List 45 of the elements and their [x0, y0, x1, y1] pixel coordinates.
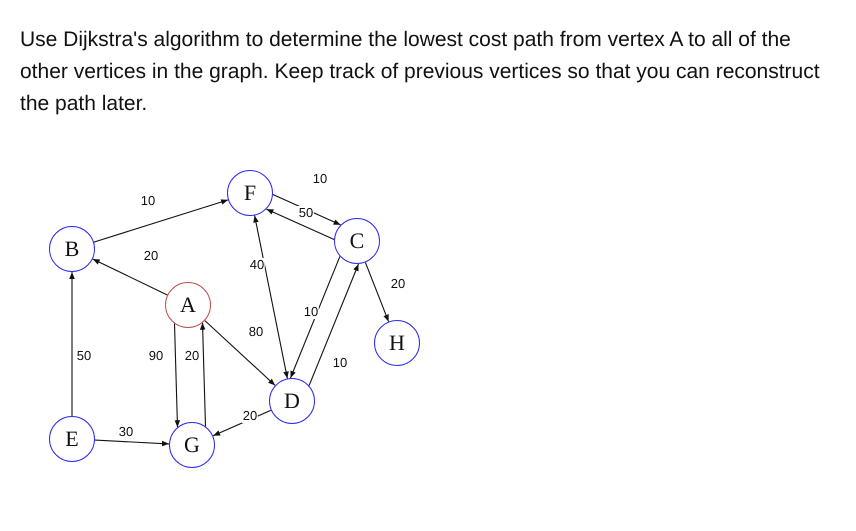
vertex-name: D [284, 388, 300, 414]
arrow [290, 256, 340, 378]
question-text: Use Dijkstra's algorithm to determine the lowest cost path from vertex A to all of the other vertices in the graph. Keep track of previous vertices so that you can reconstruct the path later. [20, 27, 821, 117]
arrow [212, 410, 272, 436]
edge-label: 30 [118, 425, 134, 439]
vertex-circle [374, 320, 420, 366]
vertex-name: F [244, 180, 256, 206]
vertex-circle [169, 422, 215, 468]
vertex-circle [49, 416, 95, 462]
edge-label: 80 [248, 325, 264, 339]
arrow [174, 324, 180, 428]
arrow [94, 199, 228, 243]
vertex-name: C [350, 228, 364, 254]
arrow [69, 272, 75, 416]
edge-label: 50 [298, 206, 314, 220]
vertex-circle [269, 378, 315, 424]
vertex-name: B [64, 236, 80, 262]
edge-label: 90 [148, 349, 164, 363]
edge-label: 10 [312, 172, 328, 186]
vertex-name: G [184, 432, 200, 458]
edge-label: 10 [302, 305, 320, 319]
edge-label: 20 [142, 249, 160, 263]
vertex-circle [334, 218, 380, 264]
arrow [92, 258, 168, 296]
arrow [364, 262, 390, 322]
edge-label: 20 [184, 349, 200, 363]
vertex-name: A [180, 292, 196, 318]
edge-label: 40 [248, 258, 266, 272]
edge-label: 10 [332, 356, 348, 370]
edge-label: 20 [242, 409, 258, 423]
arrow [272, 194, 341, 226]
arrow [266, 208, 334, 240]
arrow [308, 264, 359, 386]
vertex-circle [227, 170, 273, 216]
edge-label: 10 [140, 194, 156, 208]
arrow [94, 440, 170, 446]
edge-label: 20 [390, 277, 406, 291]
vertex-circle [49, 226, 95, 272]
vertex-name: H [389, 330, 405, 356]
vertex-circle [165, 282, 211, 328]
arrow [204, 320, 276, 386]
edge-label: 50 [76, 349, 92, 363]
vertex-name: E [65, 426, 79, 452]
arrow [253, 215, 289, 379]
arrow [200, 322, 206, 426]
